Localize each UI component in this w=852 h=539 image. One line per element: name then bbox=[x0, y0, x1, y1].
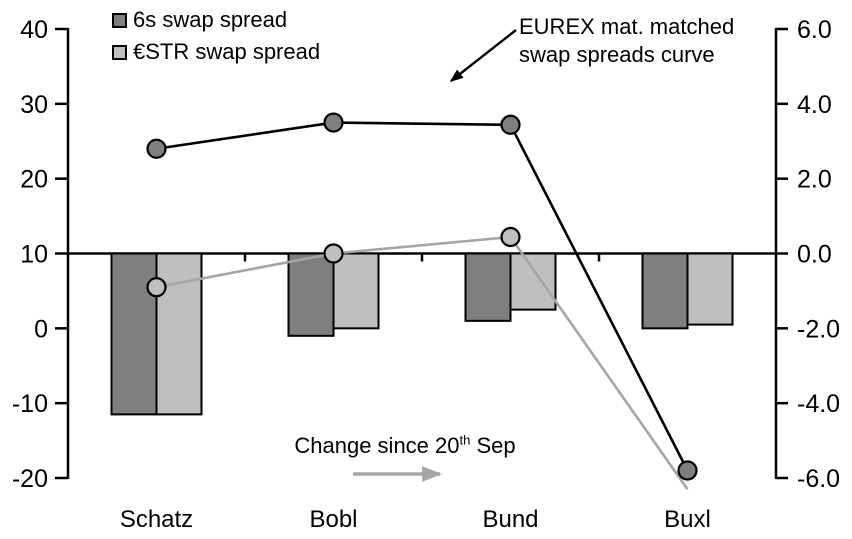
right-axis-tick-label: 4.0 bbox=[797, 91, 832, 119]
bar-6s-bobl bbox=[287, 252, 335, 337]
legend-label-estr: €STR swap spread bbox=[133, 39, 321, 64]
marker-6s-bobl bbox=[323, 112, 344, 133]
x-axis-label-buxl: Buxl bbox=[664, 506, 711, 533]
x-axis-label-bobl: Bobl bbox=[309, 506, 357, 533]
left-axis-tick-label: 0 bbox=[34, 315, 48, 343]
annotation-change-text: Change since 20 bbox=[294, 433, 460, 458]
x-axis-label-bund: Bund bbox=[482, 506, 538, 533]
right-axis-tick-label: -2.0 bbox=[797, 315, 840, 343]
eurex-annotation-arrow-icon bbox=[449, 29, 517, 82]
right-axis-tick-label: 0.0 bbox=[797, 241, 832, 269]
legend-swatch-6s-icon bbox=[112, 12, 127, 28]
bar-6s-buxl bbox=[641, 252, 689, 330]
marker-estr-bund bbox=[500, 226, 521, 248]
annotation-eurex: EUREX mat. matched swap spreads curve bbox=[519, 13, 734, 69]
annotation-change: Change since 20th Sep bbox=[265, 433, 545, 459]
x-axis-label-schatz: Schatz bbox=[120, 506, 193, 533]
bar-estr-schatz bbox=[155, 252, 203, 416]
marker-estr-bobl bbox=[323, 243, 344, 264]
legend-label-6s: 6s swap spread bbox=[133, 7, 288, 32]
right-axis-tick-label: -4.0 bbox=[797, 390, 840, 418]
left-axis-tick-label: 10 bbox=[20, 241, 48, 269]
annotation-eurex-line2: swap spreads curve bbox=[519, 42, 715, 67]
annotation-change-superscript: th bbox=[459, 432, 471, 448]
marker-6s-schatz bbox=[146, 138, 167, 159]
left-axis-tick-label: -20 bbox=[12, 465, 48, 493]
marker-6s-buxl bbox=[677, 460, 698, 481]
chart-legend: 6s swap spread €STR swap spread bbox=[112, 9, 320, 63]
bar-estr-bobl bbox=[332, 252, 380, 330]
legend-swatch-estr-icon bbox=[112, 44, 127, 60]
right-axis-tick-label: -6.0 bbox=[797, 465, 840, 493]
marker-6s-bund bbox=[500, 114, 521, 135]
left-axis-tick-label: 30 bbox=[20, 91, 48, 119]
left-axis-tick-label: 20 bbox=[20, 166, 48, 194]
bar-6s-bund bbox=[464, 252, 512, 322]
left-axis-tick-label: 40 bbox=[20, 16, 48, 44]
marker-estr-schatz bbox=[146, 277, 167, 298]
bar-estr-buxl bbox=[686, 252, 734, 326]
bar-6s-schatz bbox=[110, 252, 158, 416]
legend-item-6s: 6s swap spread bbox=[112, 9, 320, 31]
legend-item-estr: €STR swap spread bbox=[112, 41, 320, 63]
line-6s-curve bbox=[156, 121, 689, 472]
bar-estr-bund bbox=[509, 252, 557, 311]
right-axis-tick-label: 2.0 bbox=[797, 166, 832, 194]
right-axis-tick-label: 6.0 bbox=[797, 16, 832, 44]
line-estr-curve bbox=[156, 235, 689, 490]
left-axis-tick-label: -10 bbox=[12, 390, 48, 418]
annotation-eurex-line1: EUREX mat. matched bbox=[519, 14, 735, 39]
annotation-change-suffix: Sep bbox=[470, 433, 516, 458]
